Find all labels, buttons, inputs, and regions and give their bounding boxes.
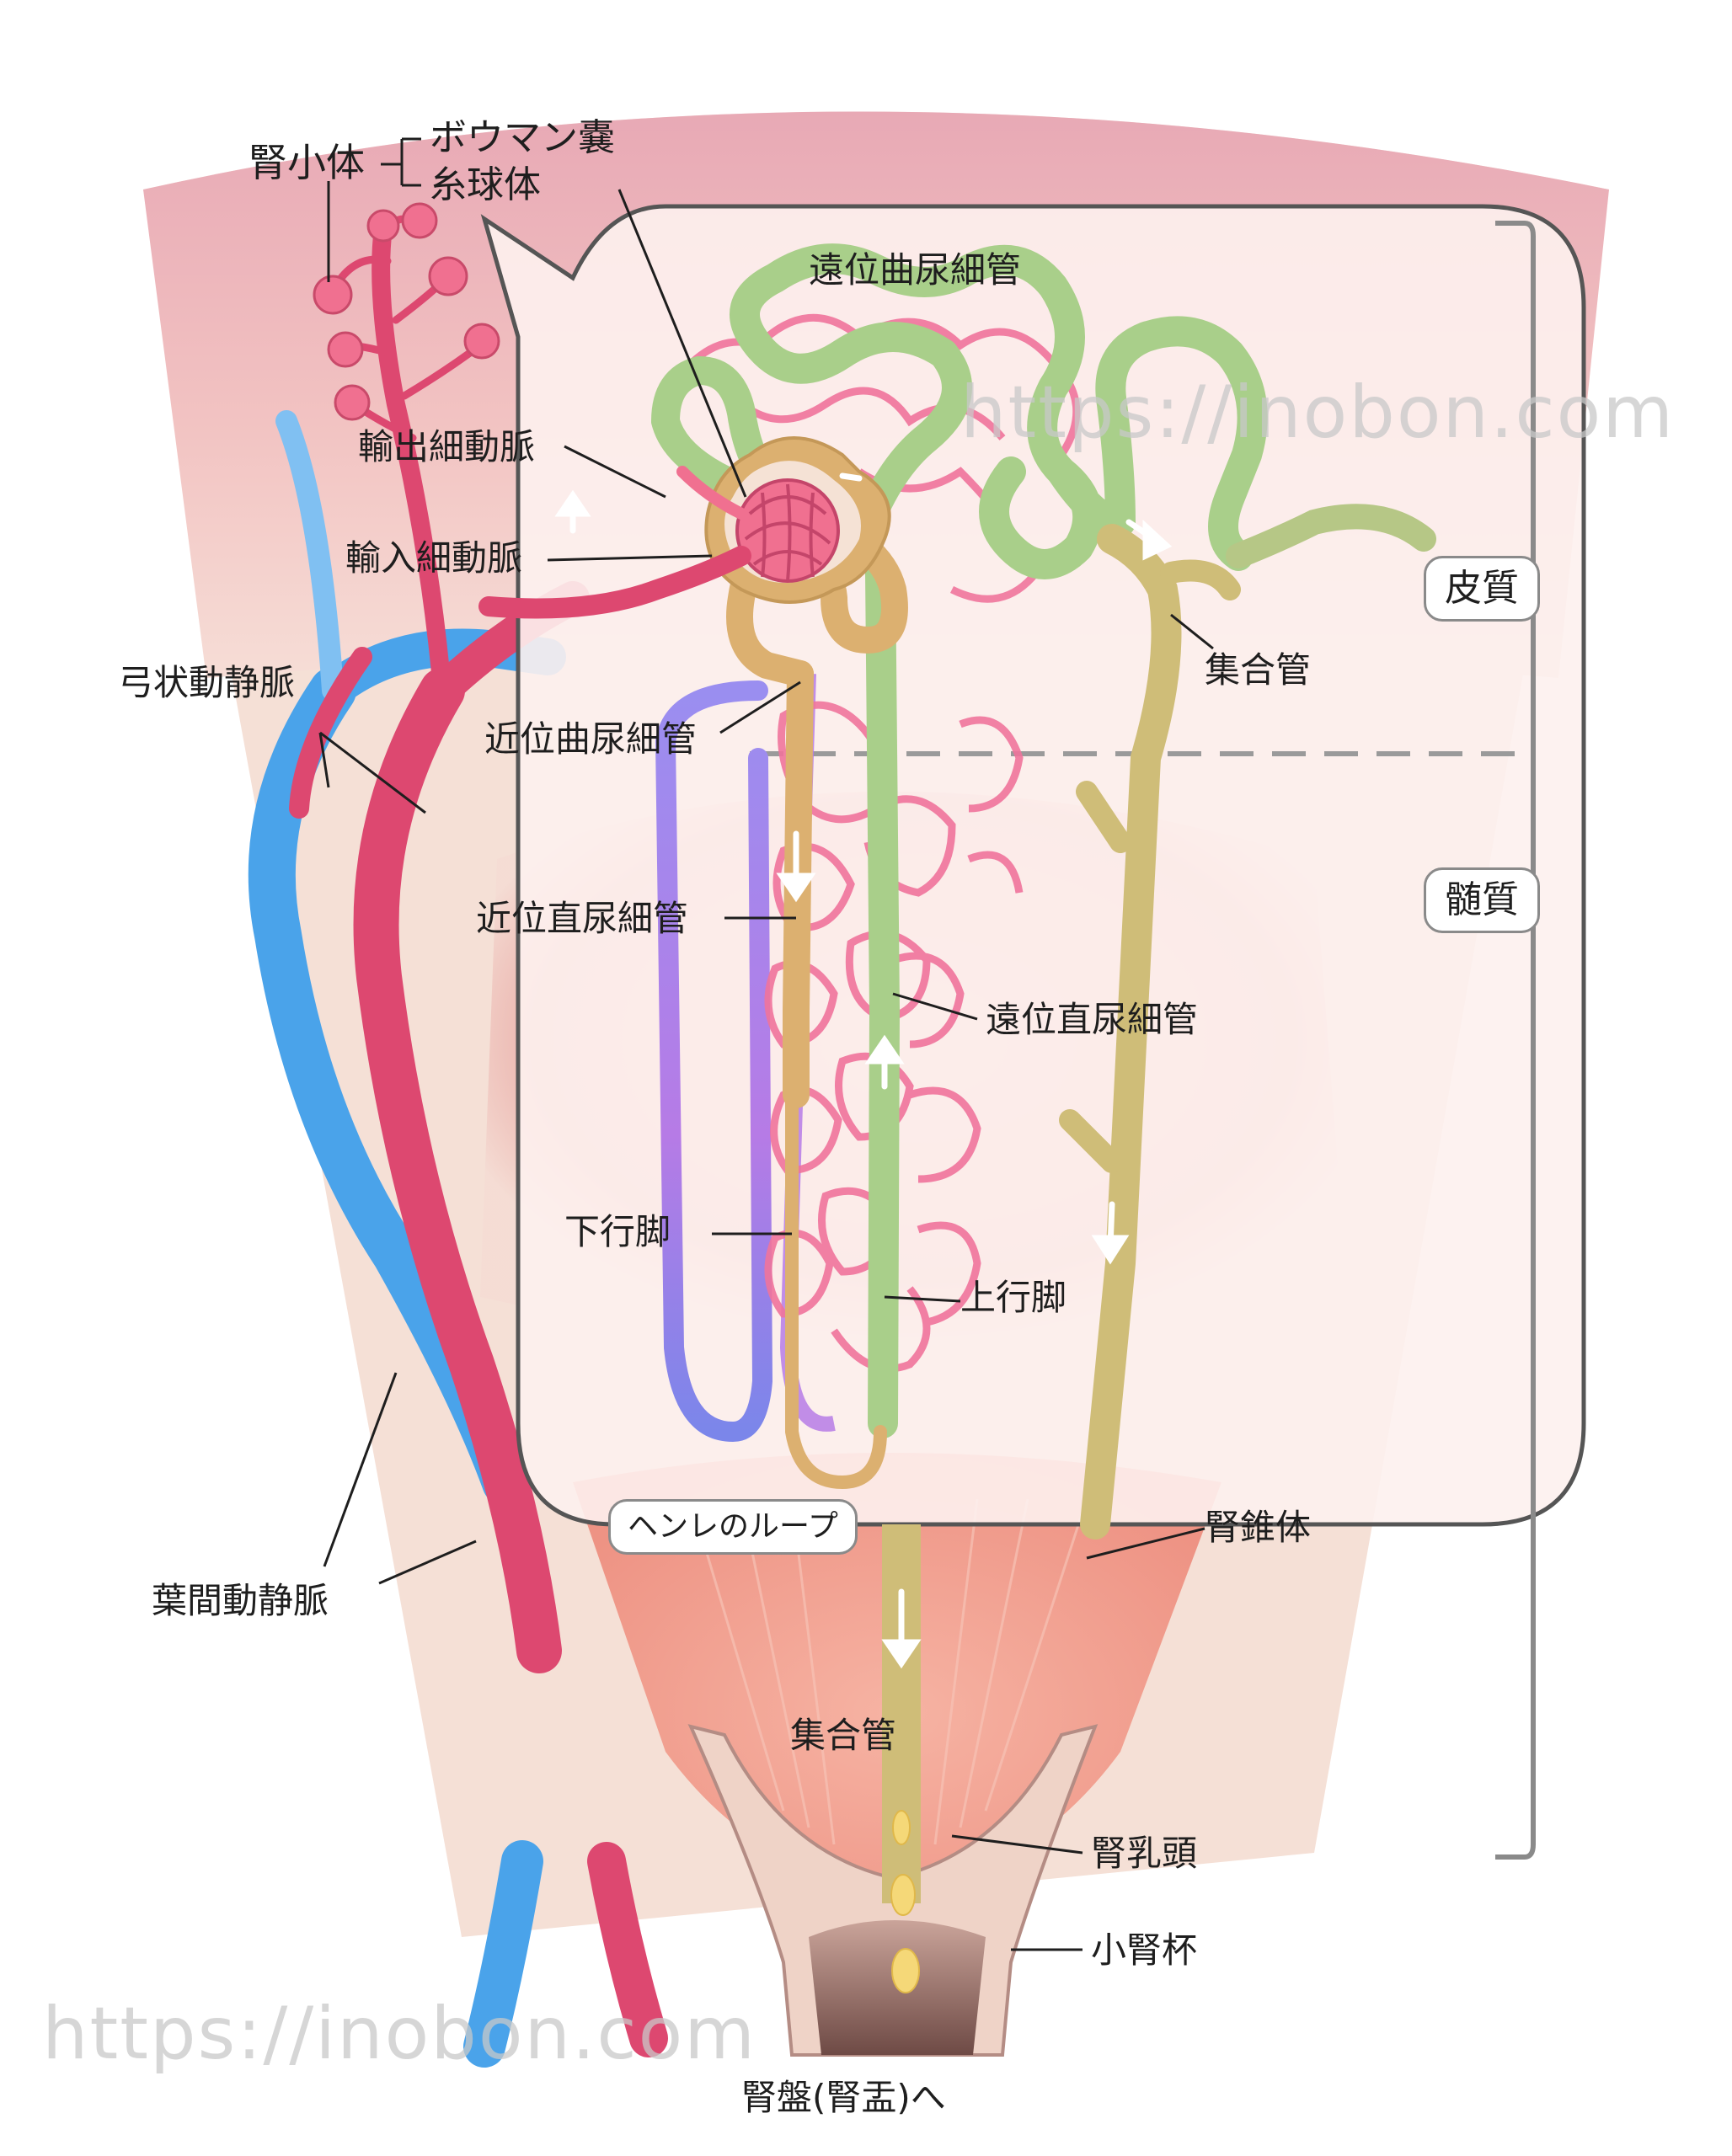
vasa-recta <box>655 680 773 1443</box>
urine-droplets <box>890 1810 920 1993</box>
label-descending-limb: 下行脚 <box>564 1211 671 1252</box>
flow-arrows <box>554 472 1173 1669</box>
label-distal-convoluted-tubule: 遠位曲尿細管 <box>809 249 1022 291</box>
label-efferent-arteriole: 輸出細動脈 <box>358 426 536 467</box>
interlobular-artery <box>372 218 452 700</box>
label-bowman-capsule: ボウマン嚢 <box>430 116 615 159</box>
pyramid-striations <box>689 1498 1088 1845</box>
label-minor-calyx: 小腎杯 <box>1091 1929 1198 1971</box>
label-collecting-duct-lower: 集合管 <box>790 1715 897 1756</box>
interlobar-vein-lower <box>463 1840 543 2068</box>
label-distal-straight-tubule: 遠位直尿細管 <box>986 999 1199 1040</box>
label-renal-pyramid: 腎錐体 <box>1205 1507 1312 1548</box>
label-proximal-convoluted-tubule: 近位曲尿細管 <box>484 718 698 760</box>
watermark-lower: https://inobon.com <box>42 1992 757 2076</box>
descending-thin-limb <box>785 1080 887 1490</box>
collecting-duct-side-3 <box>1059 1109 1123 1173</box>
badge-loop-of-henle: ヘンレのループ <box>608 1499 858 1555</box>
label-arcuate-vessels: 弓状動静脈 <box>118 662 296 703</box>
interlobar-artery-lower <box>587 1842 668 2057</box>
label-renal-pelvis: 腎盤(腎盂)へ <box>741 2077 946 2118</box>
label-afferent-arteriole: 輸入細動脈 <box>345 537 523 579</box>
efferent-arteriole <box>676 466 747 520</box>
label-renal-corpuscle: 腎小体 <box>249 140 365 185</box>
badge-cortex: 皮質 <box>1424 556 1540 622</box>
mini-glomeruli <box>313 202 500 421</box>
proximal-convoluted-tubule <box>726 517 908 687</box>
watermark-upper: https://inobon.com <box>960 371 1676 455</box>
cortex-medulla-bracket <box>1495 221 1536 1860</box>
collecting-duct-side <box>1160 559 1241 600</box>
collecting-duct-side-2 <box>1076 781 1131 853</box>
leader-lines <box>318 137 1214 1951</box>
collecting-duct-branch <box>1080 524 1182 1540</box>
label-interlobar-vessels: 葉間動静脈 <box>152 1580 329 1621</box>
distal-convoluted-tubule <box>730 243 1268 579</box>
badge-medulla: 髄質 <box>1424 867 1540 933</box>
label-collecting-duct-upper: 集合管 <box>1205 649 1312 691</box>
distal-to-macula <box>650 355 798 511</box>
distal-straight-tubule <box>865 558 901 1438</box>
afferent-arteriole <box>478 546 751 619</box>
arcuate-vein-branch <box>275 410 344 702</box>
glomerulus-loops <box>744 483 831 582</box>
connecting-tubule <box>1226 504 1436 568</box>
label-renal-papilla: 腎乳頭 <box>1091 1833 1198 1874</box>
label-glomerulus: 糸球体 <box>430 163 541 206</box>
label-proximal-straight-tubule: 近位直尿細管 <box>476 898 689 939</box>
label-ascending-limb: 上行脚 <box>960 1277 1067 1318</box>
interlobar-artery <box>353 668 562 1673</box>
arcuate-artery-branch <box>289 647 372 819</box>
